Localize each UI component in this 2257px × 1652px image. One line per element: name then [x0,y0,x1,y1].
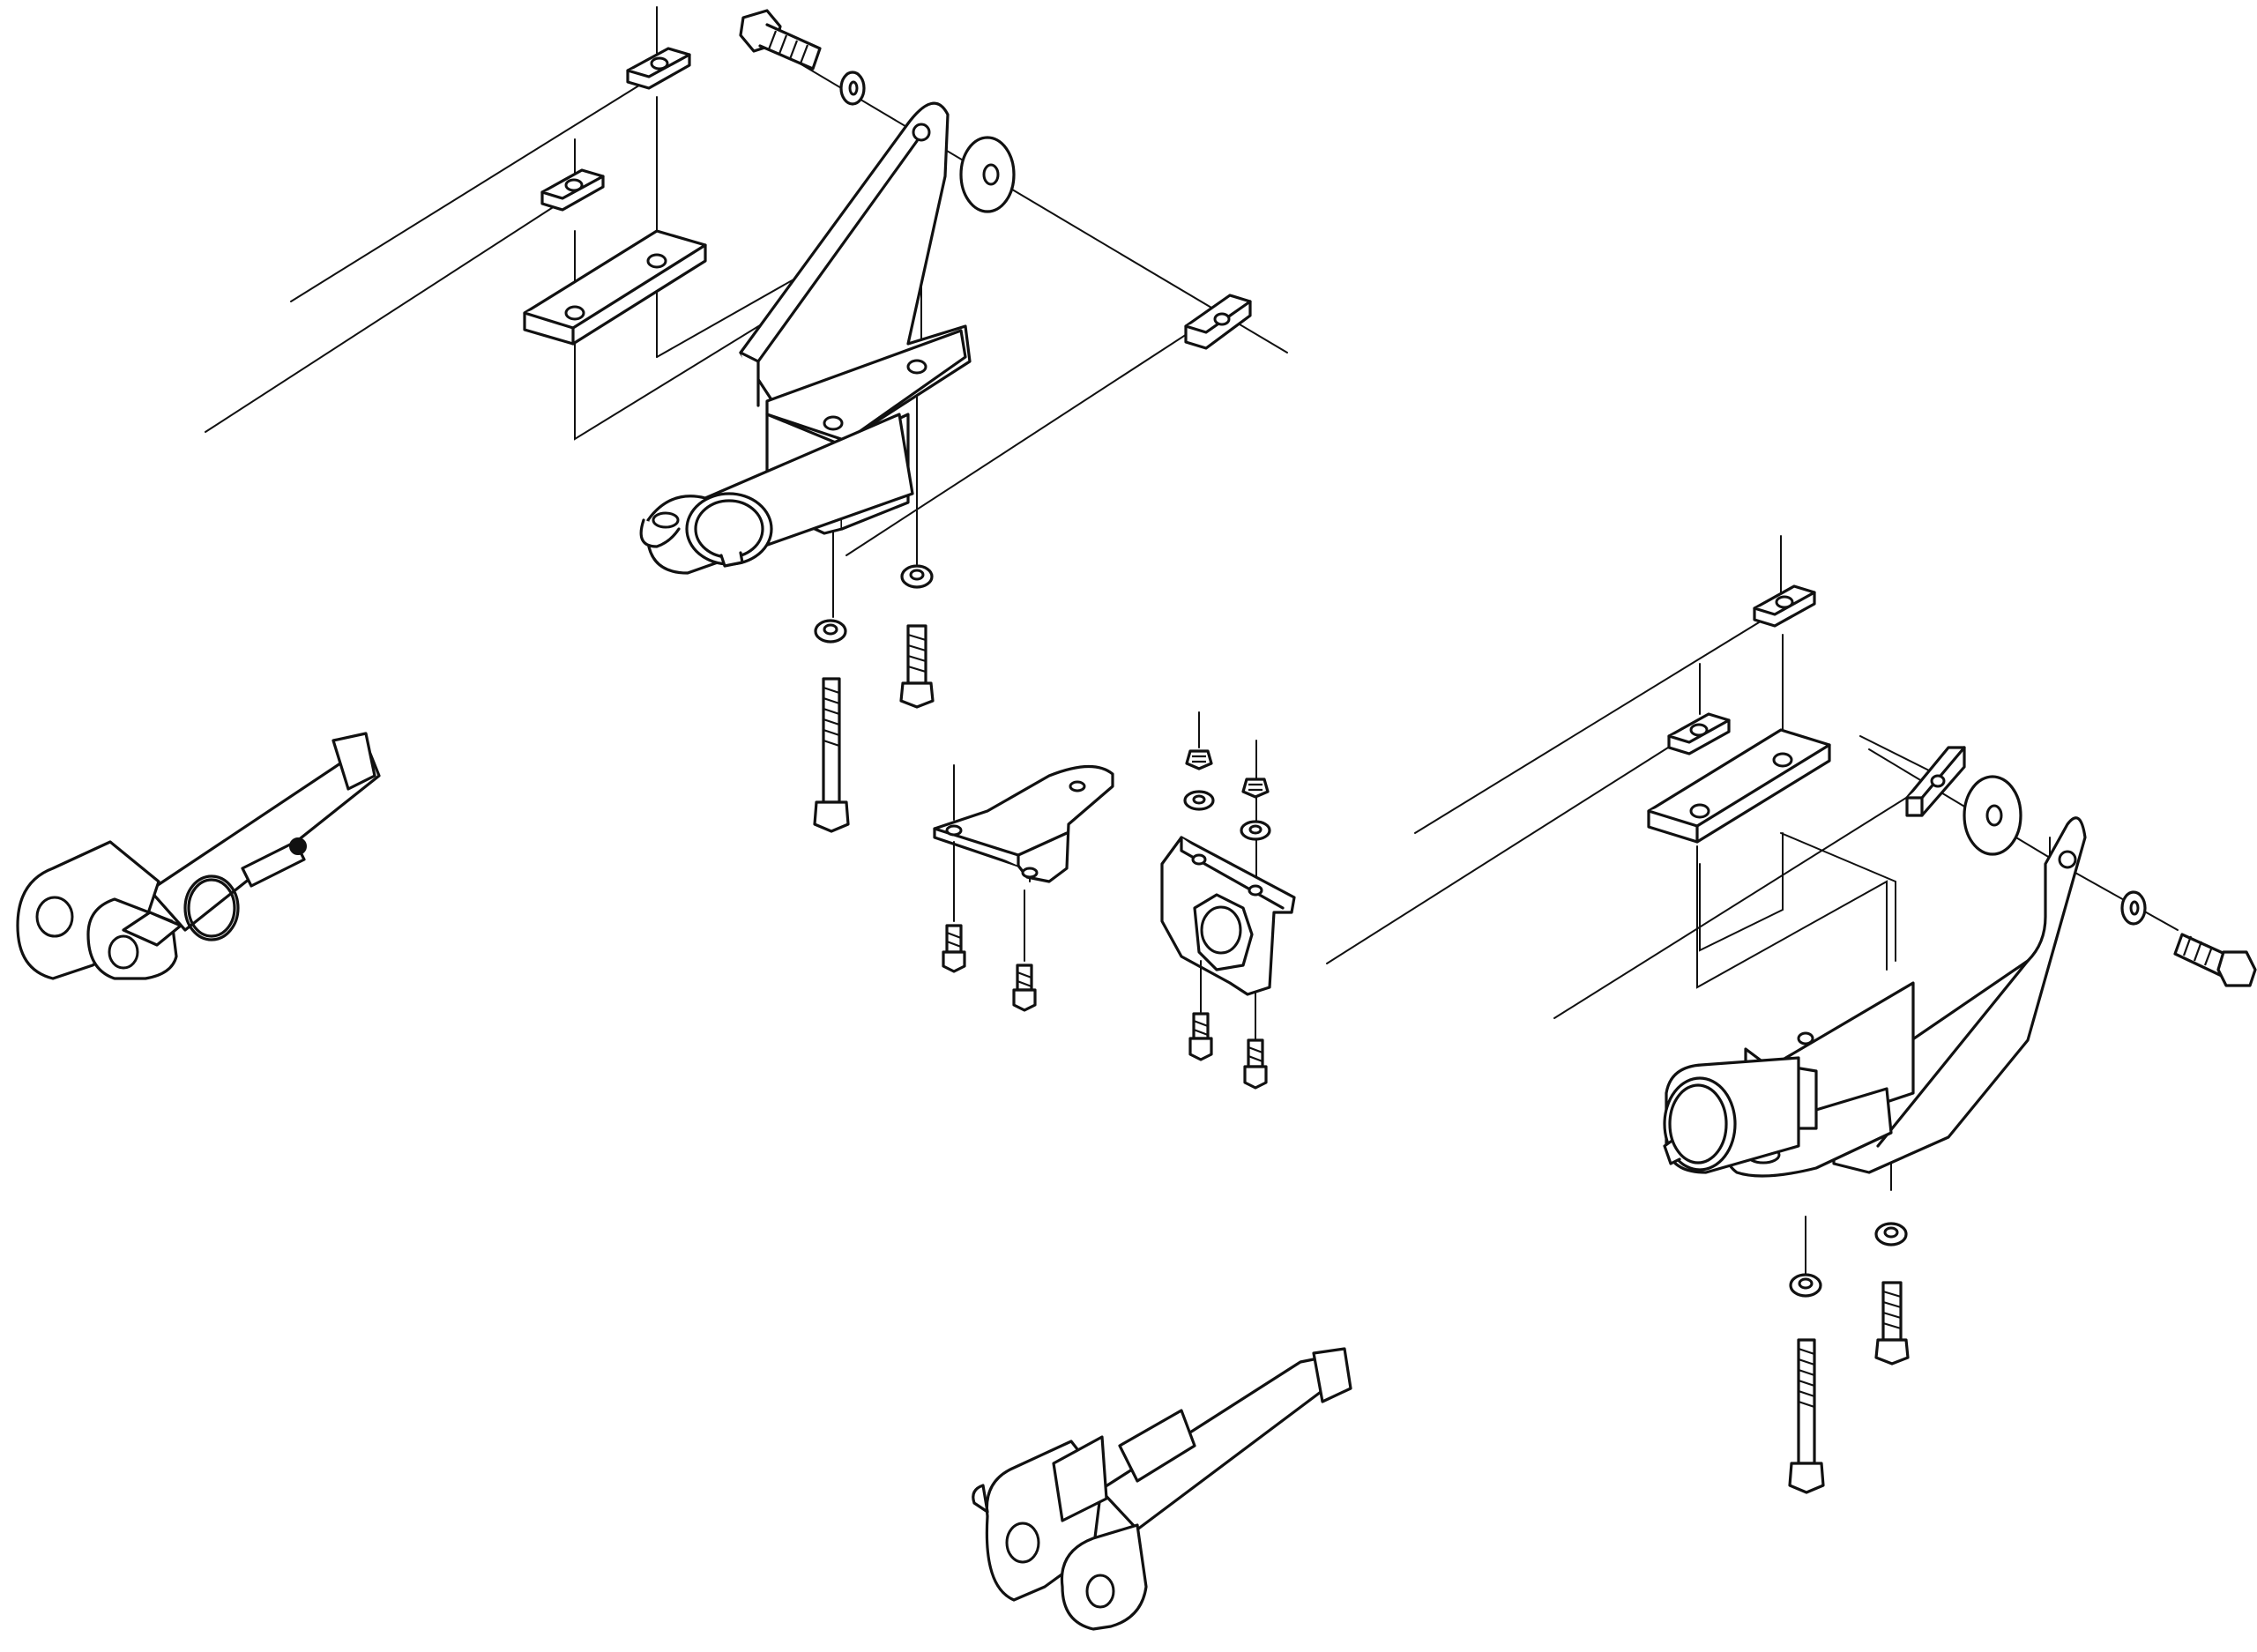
screw [942,841,966,973]
guide-line [1696,845,1888,989]
screw [1243,991,1268,1090]
right-baseplate-bracket [1326,535,2257,1494]
receiver-tube [1663,1056,1800,1174]
clip-nut [1753,584,1816,628]
hex-bolt [739,9,822,71]
guide-line [290,83,643,302]
hex-bolt [1874,1281,1910,1366]
guide-line [1414,619,1764,834]
hex-bolt [2173,933,2257,987]
screw [1012,889,1037,1012]
lock-washer [814,619,847,644]
clip-nut [1184,294,1252,350]
large-washer [1963,775,2022,856]
guide-line [1699,832,1784,952]
clip-nut [1667,712,1731,755]
spacer-plate [523,229,707,346]
guide-line [1859,735,1932,772]
lock-washer [900,564,934,589]
receiver-tube [639,413,914,575]
clip-nut [540,168,605,212]
lock-washer [1874,1222,1908,1246]
large-washer [959,136,1016,213]
guide-line [1780,832,1896,962]
center-l-bracket [933,764,1114,1012]
center-electrical-bracket [1160,711,1296,1090]
clip-nut [626,47,691,90]
flat-washer [1183,790,1215,811]
left-baseplate-bracket [205,6,1288,833]
screw [1188,960,1213,1061]
hex-nut [1185,749,1213,770]
left-tow-arm-pin [16,732,381,980]
hex-bolt [899,624,935,709]
bottom-tow-arm-pin [972,1347,1352,1631]
hex-bolt [813,677,850,833]
lock-washer [1789,1273,1822,1298]
hex-bolt [1788,1338,1825,1494]
clip-nut [1905,746,1966,817]
guide-line [1553,793,1914,1019]
spacer-plate [1647,728,1831,844]
hex-nut [1241,778,1270,799]
guide-line [845,325,1200,556]
main-bracket [739,101,972,495]
flat-washer [1240,820,1271,841]
lock-washer [839,71,866,106]
guide-line [205,204,558,433]
lock-washer [2120,890,2147,926]
guide-line [1326,742,1676,964]
